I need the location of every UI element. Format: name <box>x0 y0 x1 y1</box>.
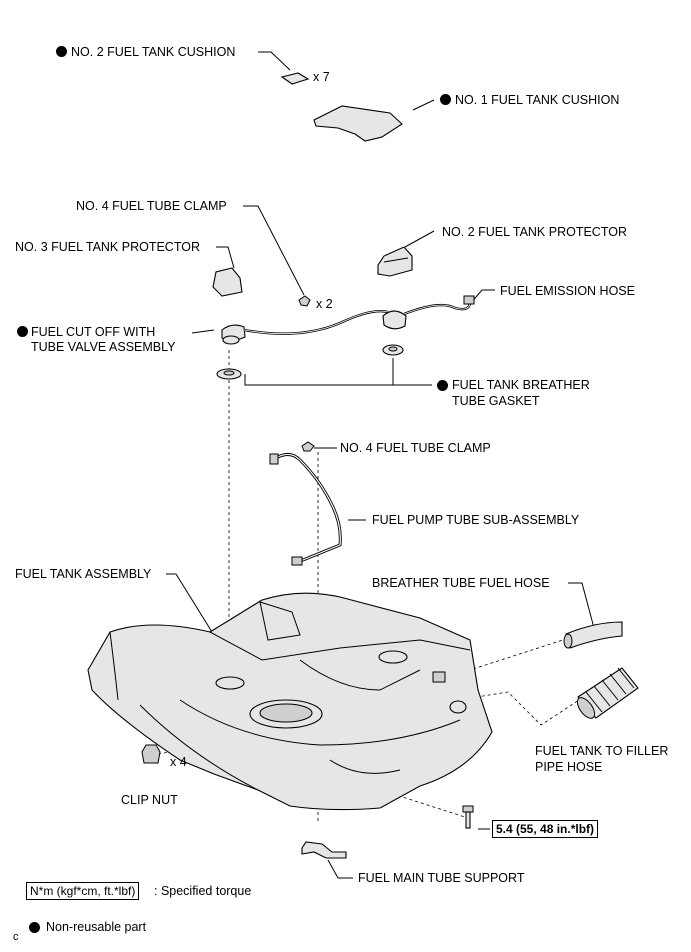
non-reusable-dot <box>440 94 451 105</box>
no2-fuel-tank-cushion <box>280 72 310 85</box>
legend-torque-unit-box: N*m (kgf*cm, ft.*lbf) <box>26 882 140 900</box>
legend-non-reusable-text: Non-reusable part <box>46 920 147 934</box>
fuel-main-tube-support <box>301 841 347 859</box>
label-breather-gasket-line1: FUEL TANK BREATHER <box>452 378 590 392</box>
label-no3-fuel-tank-protector: NO. 3 FUEL TANK PROTECTOR <box>15 240 200 254</box>
label-fuel-cut-off-line1: FUEL CUT OFF WITH <box>31 325 156 339</box>
corner-mark: c <box>13 931 19 943</box>
torque-spec-box: 5.4 (55, 48 in.*lbf) <box>492 820 599 838</box>
label-breather-gasket-line2: TUBE GASKET <box>452 394 540 408</box>
legend-non-reusable-dot <box>29 922 40 933</box>
label-clamp-quantity: x 2 <box>316 297 333 311</box>
label-fuel-tank-assembly: FUEL TANK ASSEMBLY <box>15 567 152 581</box>
label-no1-fuel-tank-cushion: NO. 1 FUEL TANK CUSHION <box>455 93 620 107</box>
breather-tube-fuel-hose <box>563 621 623 649</box>
label-clip-nut: CLIP NUT <box>121 793 178 807</box>
label-no2-fuel-tank-cushion: NO. 2 FUEL TANK CUSHION <box>71 45 236 59</box>
no4-fuel-tube-clamp-bottom <box>301 441 315 452</box>
label-fuel-main-tube-support: FUEL MAIN TUBE SUPPORT <box>358 871 525 885</box>
label-filler-hose-line1: FUEL TANK TO FILLER <box>535 744 669 758</box>
filler-pipe-hose <box>576 667 639 719</box>
no3-fuel-tank-protector <box>212 267 243 297</box>
label-breather-tube-fuel-hose: BREATHER TUBE FUEL HOSE <box>372 576 550 590</box>
label-no2-fuel-tank-protector: NO. 2 FUEL TANK PROTECTOR <box>442 225 627 239</box>
fuel-tank-assembly <box>87 592 493 811</box>
no2-fuel-tank-protector <box>377 246 413 277</box>
non-reusable-dot <box>56 46 67 57</box>
clip-nut <box>141 744 161 764</box>
legend-torque-text: : Specified torque <box>154 884 252 898</box>
label-fuel-cut-off-line2: TUBE VALVE ASSEMBLY <box>31 340 176 354</box>
label-no2-cushion-quantity: x 7 <box>313 70 330 84</box>
no1-fuel-tank-cushion <box>313 105 403 142</box>
label-no4-fuel-tube-clamp-bottom: NO. 4 FUEL TUBE CLAMP <box>340 441 491 455</box>
non-reusable-dot <box>437 380 448 391</box>
protector-edge-line <box>383 257 409 263</box>
leader-lines <box>166 51 595 879</box>
label-fuel-emission-hose: FUEL EMISSION HOSE <box>500 284 635 298</box>
bolt <box>462 805 474 829</box>
non-reusable-dot <box>17 326 28 337</box>
label-clip-nut-quantity: x 4 <box>170 755 187 769</box>
label-no4-fuel-tube-clamp-top: NO. 4 FUEL TUBE CLAMP <box>76 199 227 213</box>
label-filler-hose-line2: PIPE HOSE <box>535 760 603 774</box>
no4-fuel-tube-clamp-top <box>298 295 311 307</box>
breather-tube-gaskets <box>216 344 404 380</box>
fuel-pump-tube-sub-assembly <box>269 453 342 566</box>
label-fuel-pump-tube: FUEL PUMP TUBE SUB-ASSEMBLY <box>372 513 580 527</box>
fuel-cut-off-valve-assembly <box>221 295 475 345</box>
